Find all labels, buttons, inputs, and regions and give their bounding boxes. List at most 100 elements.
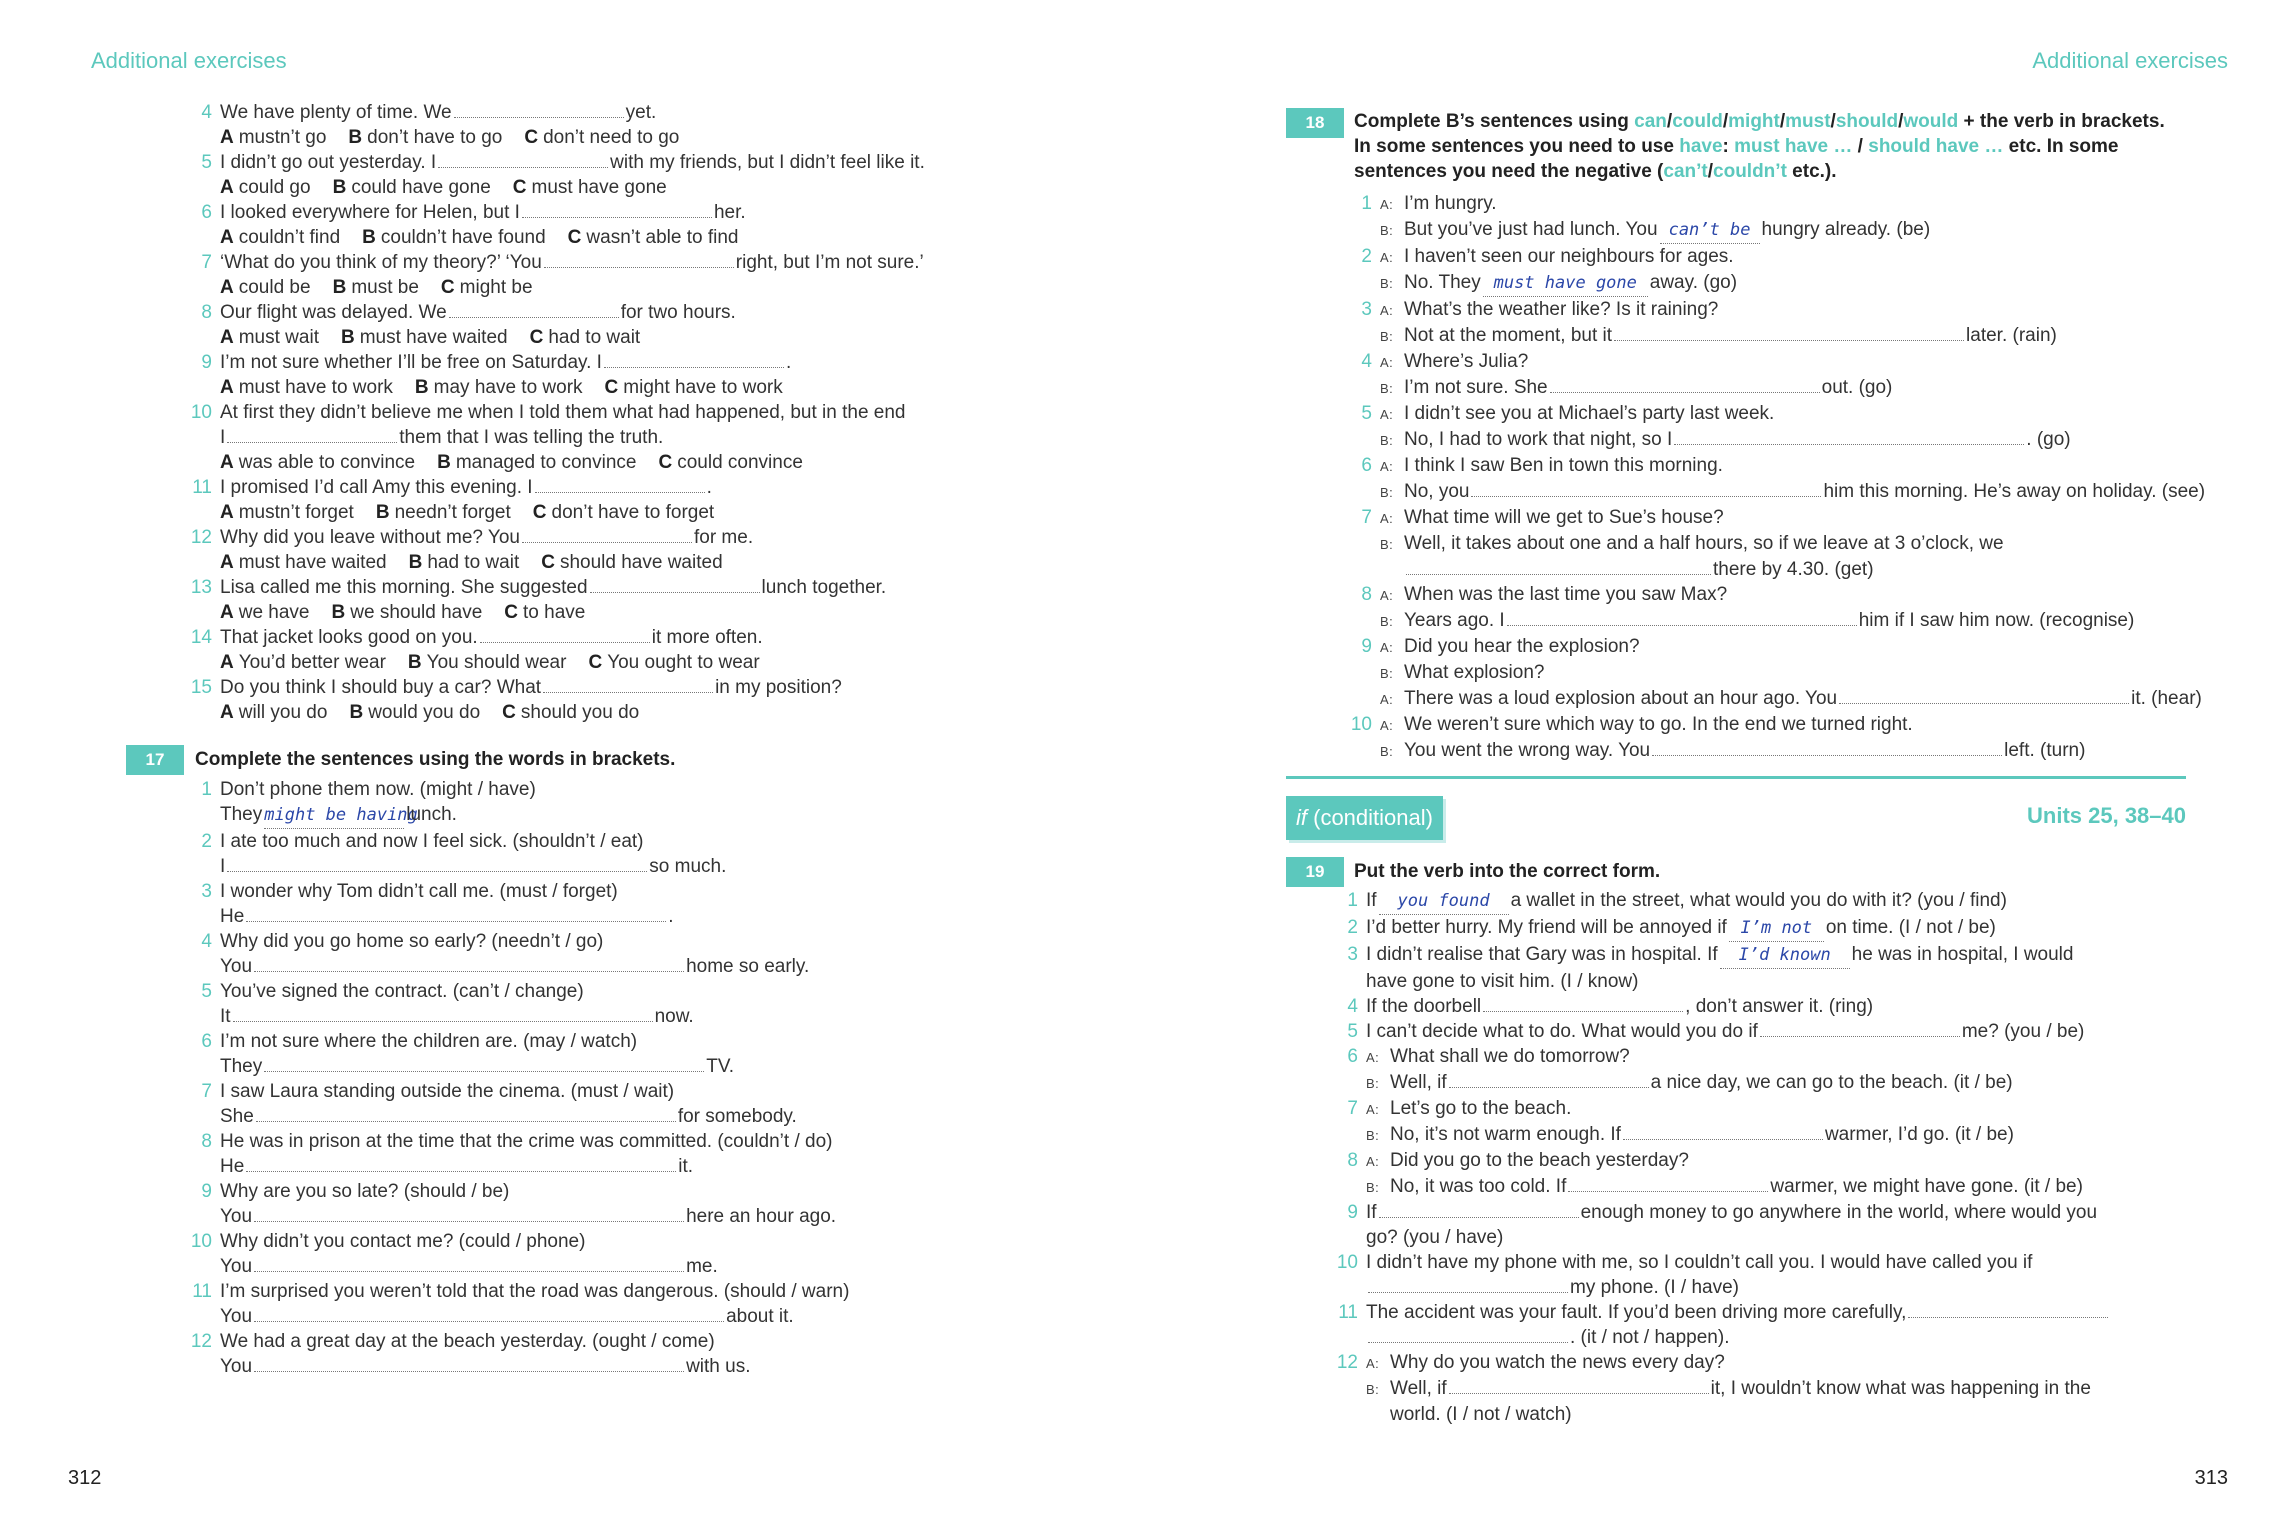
speaker-b: B: [1380,614,1394,629]
item-text: enough money to go anywhere in the world… [1580,1202,2098,1223]
heading-text: / [1852,136,1869,157]
option-letter: B [414,377,429,398]
item-text: I haven’t seen our neighbours for ages. [1404,246,1734,267]
option-letter: A [220,327,234,348]
answer-blank [1368,1278,1568,1293]
dialogue-line-a: A:Where’s Julia? [1380,349,2270,375]
option-letter: A [220,127,234,148]
answer-blank [255,1107,676,1122]
item-number: 3 [1361,299,1372,320]
item-number: 9 [201,352,212,373]
item-text: left. (turn) [2004,740,2086,761]
option-letter: B [348,127,363,148]
option-letter: A [220,552,234,573]
item-number: 7 [201,252,212,273]
option-letter: A [220,227,234,248]
item-text: him if I saw him now. (recognise) [1858,610,2135,631]
item-text: for somebody. [677,1106,797,1127]
option-text: needn’t forget [394,502,511,523]
item-text: lunch. [406,804,457,825]
item-text: so much. [649,856,727,877]
item-text: her. [713,202,746,223]
option-letter: C [541,552,555,573]
option-text: don’t need to go [543,127,680,148]
heading-text: + the verb in brackets. [1958,111,2165,132]
item-text: What’s the weather like? Is it raining? [1404,299,1719,320]
option-text: don’t have to go [367,127,503,148]
item-text: They [220,804,263,825]
item-text: in my position? [715,677,842,698]
item-text: What shall we do tomorrow? [1390,1046,1630,1067]
answer-blank [232,1007,653,1022]
answer-blank [1483,997,1684,1012]
item-text: . [668,906,674,927]
item-text: I didn’t see you at Michael’s party last… [1404,403,1775,424]
heading-text: Complete B’s sentences using [1354,111,1635,132]
item-text-line: Lisa called me this morning. She suggest… [220,575,1090,600]
option-text: must have waited [359,327,508,348]
dialogue-line-b: B:Well, it takes about one and a half ho… [1380,531,2270,557]
item-question: Why didn’t you contact me? (could / phon… [220,1231,586,1252]
item-text: lunch together. [761,577,887,598]
heading-keyword: must have … [1734,136,1853,157]
item-number: 14 [190,627,212,648]
exercise-17-item: 6 I’m not sure where the children are. (… [190,1029,1090,1079]
item-text: Let’s go to the beach. [1390,1098,1572,1119]
item-text: , don’t answer it. (ring) [1685,996,1874,1017]
item-number: 5 [201,981,212,1002]
item-text: You [220,1206,253,1227]
exercise-18-heading-line-3: sentences you need the negative (can’t/c… [1354,159,2234,184]
answer-blank [1448,1379,1709,1394]
item-text: home so early. [686,956,810,977]
item-question: I’m not sure where the children are. (ma… [220,1031,638,1052]
option-text: managed to convince [455,452,637,473]
option-text: had to wait [427,552,520,573]
item-text: yet. [625,102,657,123]
dialogue-line-a: A:There was a loud explosion about an ho… [1380,686,2270,712]
item-text: I looked everywhere for Helen, but I [220,202,520,223]
item-number: 11 [1338,1302,1358,1323]
option-text: mustn’t go [238,127,327,148]
item-text: him this morning. He’s away on holiday. … [1823,481,2206,502]
item-text: away. (go) [1649,272,1738,293]
option-letter: A [220,702,234,723]
answer-blank [254,1307,725,1322]
item-text: No, I had to work that night, so I [1404,429,1673,450]
item-text: I promised I’d call Amy this evening. I [220,477,533,498]
item-number: 6 [1361,455,1372,476]
speaker-b: B: [1380,433,1394,448]
item-number: 8 [201,302,212,323]
item-text: there by 4.30. (get) [1713,559,1874,580]
speaker-a: A: [1380,588,1394,603]
item-text: it more often. [651,627,763,648]
answer-blank [1448,1073,1649,1088]
item-number: 4 [1361,351,1372,372]
speaker-a: A: [1366,1102,1380,1117]
option-text: couldn’t find [238,227,341,248]
heading-text: sentences you need the negative ( [1354,161,1664,182]
